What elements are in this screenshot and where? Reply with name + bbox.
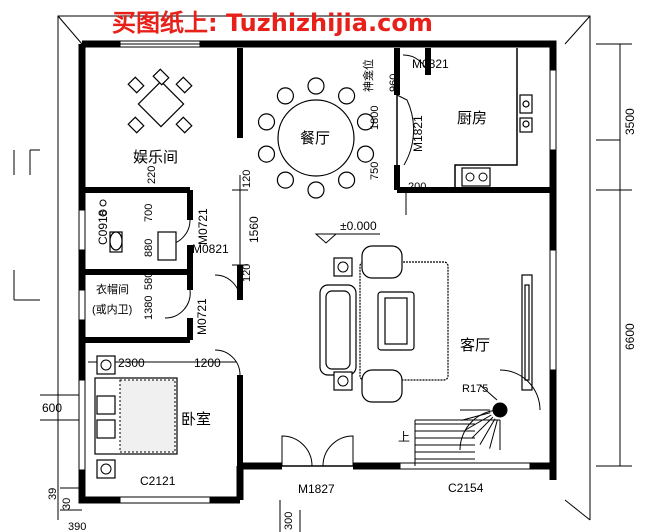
dimension-30: 30 [61, 498, 73, 510]
door-code-m1827: M1827 [298, 482, 335, 496]
dining-chair [257, 113, 276, 131]
dining-chair [356, 145, 375, 163]
dimension-390: 390 [68, 521, 86, 532]
stair-tread [471, 416, 494, 439]
dimension-6600: 6600 [623, 323, 637, 350]
stair-tread [479, 418, 496, 445]
stair-tread [489, 419, 498, 449]
room-label-living: 客厅 [460, 336, 490, 354]
dimension-700: 700 [143, 204, 155, 222]
roof-outline [57, 15, 591, 521]
bathroom-fixtures [99, 199, 177, 261]
tv-cabinet [521, 274, 533, 391]
dimension-3500: 3500 [623, 108, 637, 135]
room-label-cloak: 衣帽间 [96, 282, 129, 296]
door-code-m1821: M1821 [411, 115, 425, 152]
kitchen-counter [454, 48, 533, 190]
door-code-m0721-a: M0721 [196, 208, 210, 245]
window-code-c0918: C0918 [96, 209, 110, 245]
dining-chair [257, 145, 276, 163]
sofa-set [319, 245, 449, 403]
window-code-c2121: C2121 [140, 474, 176, 488]
dimension-2300: 2300 [118, 356, 145, 370]
dimension-1560: 1560 [247, 216, 261, 243]
game-table [127, 68, 193, 134]
dimension-1200: 1200 [194, 356, 221, 370]
room-label-entertainment: 娱乐间 [133, 148, 178, 166]
window-code-c2154: C2154 [448, 481, 484, 495]
stair-tread [465, 414, 492, 431]
dimension-1800: 1800 [369, 106, 381, 130]
dining-chair [338, 87, 356, 105]
round-dining-table [257, 77, 375, 199]
dining-chair [276, 87, 294, 105]
stair-tread [461, 412, 491, 421]
dimension-600: 600 [42, 401, 62, 415]
room-label-dining: 餐厅 [300, 129, 330, 147]
dimension-580: 580 [143, 272, 155, 290]
door-code-m0721-b: M0721 [195, 298, 209, 335]
room-label-kitchen: 厨房 [457, 109, 487, 127]
bedroom-furniture [94, 355, 178, 479]
dimension-960: 960 [388, 74, 400, 92]
elevation-label: ±0.000 [340, 219, 377, 233]
dining-chair [307, 181, 325, 199]
dimension-39: 39 [47, 488, 59, 500]
windows [78, 40, 557, 504]
dining-chair [307, 77, 325, 95]
dimension-1380: 1380 [143, 296, 155, 320]
dimension-750: 750 [369, 162, 381, 180]
room-label-shrine: 神龛位 [361, 59, 375, 92]
dining-chair [338, 171, 356, 189]
interior-walls [82, 48, 553, 466]
dimension-lines [13, 43, 632, 532]
dimension-200: 200 [408, 181, 426, 193]
dimension-120-a: 120 [241, 170, 253, 188]
dimension-300: 300 [283, 512, 295, 530]
dining-chair [356, 113, 375, 131]
staircase [414, 369, 541, 466]
dimension-880: 880 [143, 239, 155, 257]
door-code-m0821-top: M0821 [412, 57, 449, 71]
dining-chair [276, 171, 294, 189]
room-label-bedroom: 卧室 [181, 410, 211, 428]
stair-up-label: 上 [398, 430, 410, 444]
dimension-120-b: 120 [241, 264, 253, 282]
elevation-marker [314, 233, 338, 244]
watermark-text: 买图纸上: Tuzhizhijia.com [112, 9, 433, 37]
door-code-m0821-mid: M0821 [192, 242, 229, 256]
stair-radius-label: R175 [462, 383, 488, 395]
room-label-cloak-sub: (或内卫) [92, 302, 132, 316]
dimension-220: 220 [146, 166, 158, 184]
doors [164, 54, 429, 467]
